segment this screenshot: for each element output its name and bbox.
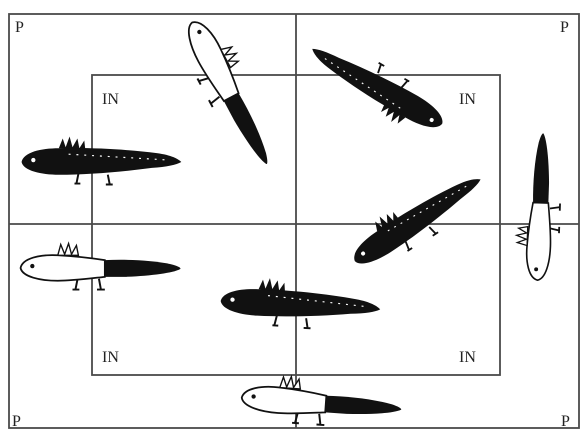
outer-frame xyxy=(9,14,579,428)
label-peripheral-bottom-right: P xyxy=(561,413,570,430)
axolotl-light-bottom xyxy=(240,373,403,430)
axolotl-dark-center-bottom xyxy=(219,276,381,332)
axolotl-light-left-lower xyxy=(21,244,181,290)
label-inner-bottom-right: IN xyxy=(459,349,476,366)
label-peripheral-bottom-left: P xyxy=(12,413,21,430)
axolotl-dark-top-right xyxy=(300,31,452,145)
label-peripheral-top-right: P xyxy=(560,19,569,36)
label-peripheral-top-left: P xyxy=(15,19,24,36)
axolotl-dark-center-right xyxy=(342,159,492,278)
axolotl-light-right-edge xyxy=(515,133,562,281)
axolotl-light-top-vertical xyxy=(173,11,289,174)
axolotl-dark-left-middle xyxy=(22,137,182,185)
label-inner-bottom-left: IN xyxy=(102,349,119,366)
label-inner-top-right: IN xyxy=(459,91,476,108)
label-inner-top-left: IN xyxy=(102,91,119,108)
